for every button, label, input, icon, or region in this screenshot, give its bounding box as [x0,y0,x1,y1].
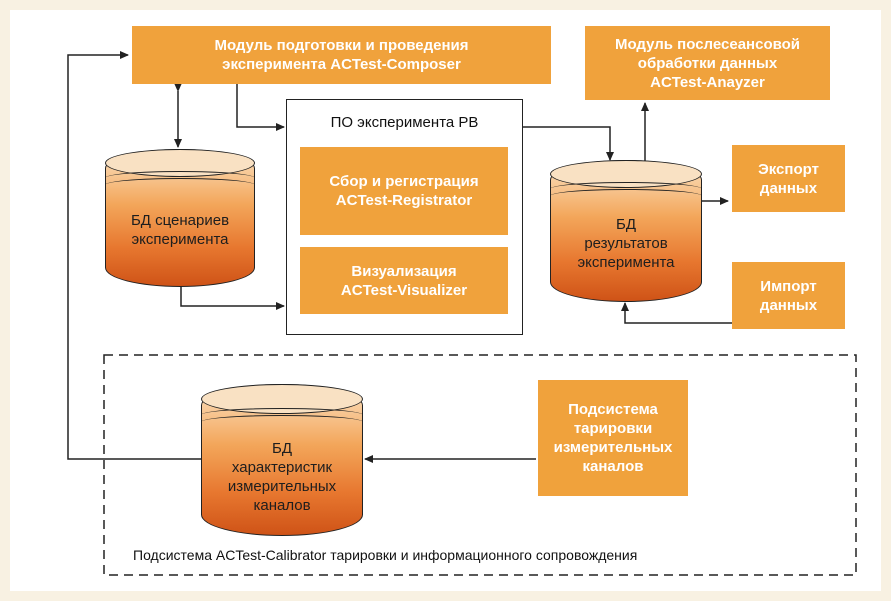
calibration-subsystem: Подсистема тарировки измерительных канал… [538,380,688,496]
registrator-module: Сбор и регистрация ACTest-Registrator [300,147,508,235]
arrow-po-results [523,126,614,161]
calibrator-caption: Подсистема ACTest-Calibrator тарировки и… [133,547,638,563]
arrow-import-results [621,302,734,324]
results-database-label: БД результатов эксперимента [577,216,675,271]
software-title: ПО эксперимента РВ [330,114,479,131]
results-database: БД результатов эксперимента [550,160,702,302]
export-module: Экспорт данных [732,145,845,212]
arrow-composer-po [236,84,285,131]
scenarios-database-label: БД сценариев эксперимента [130,212,230,248]
visualizer-module: Визуализация ACTest-Visualizer [300,247,508,314]
analyzer-module: Модуль послесеансовой обработки данных A… [585,26,830,100]
import-module: Импорт данных [732,262,845,329]
arrow-channels-composer [67,51,202,460]
channels-database: БД характеристик измерительных каналов [201,384,363,536]
calibrator-dashed-border [103,354,857,576]
composer-module: Модуль подготовки и проведения экспериме… [132,26,551,84]
scenarios-database: БД сценариев эксперимента [105,149,255,287]
channels-database-label: БД характеристик измерительных каналов [227,440,337,514]
arrow-scenarios-po [180,284,285,310]
